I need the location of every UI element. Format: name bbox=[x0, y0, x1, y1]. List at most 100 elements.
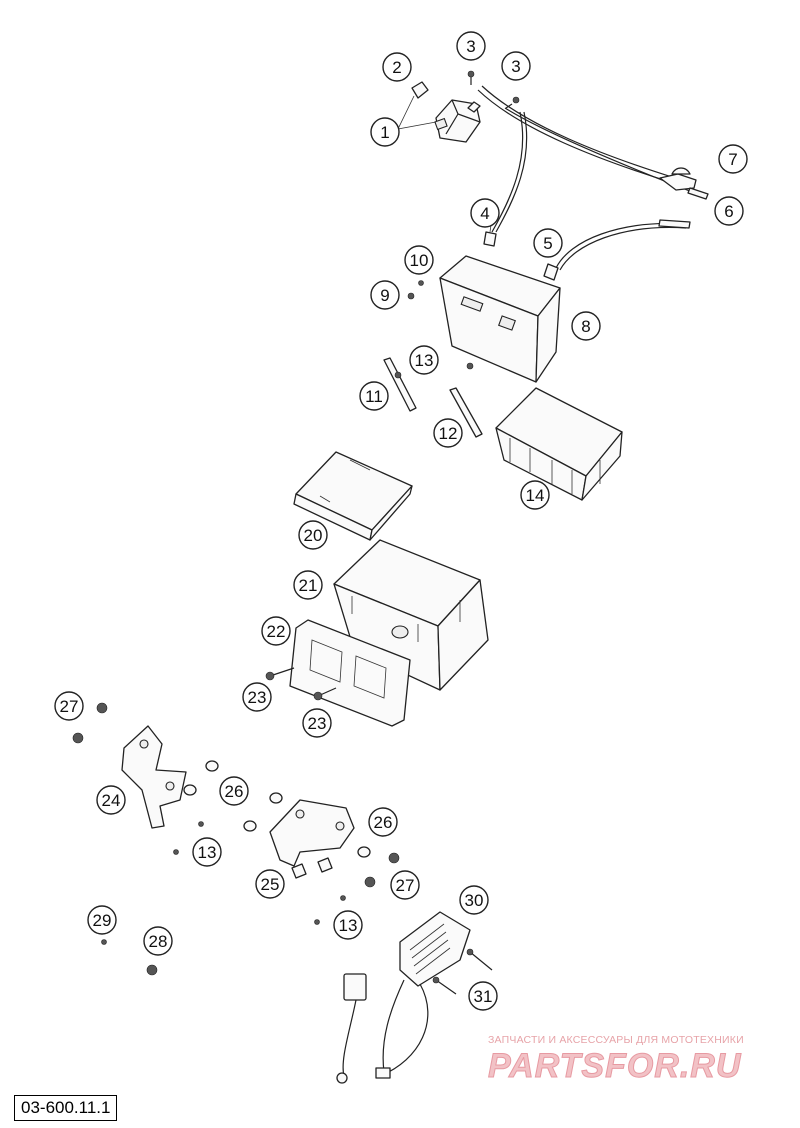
callout-number: 30 bbox=[465, 891, 484, 910]
callout-number: 22 bbox=[267, 622, 286, 641]
regulator-bolts-drawing bbox=[432, 948, 493, 995]
part-drawings bbox=[72, 70, 709, 1084]
callout-number: 27 bbox=[396, 876, 415, 895]
callout-circle bbox=[520, 480, 550, 510]
callout-number: 5 bbox=[543, 234, 552, 253]
callout-circle bbox=[242, 682, 272, 712]
callout-circle bbox=[433, 418, 463, 448]
base-plate-bolts-drawing bbox=[265, 667, 337, 701]
callout-circle bbox=[404, 245, 434, 275]
starter-relay-drawing bbox=[434, 99, 481, 143]
watermark-caption: ЗАПЧАСТИ И АКСЕССУАРЫ ДЛЯ МОТОТЕХНИКИ bbox=[488, 1034, 744, 1046]
callout-circle bbox=[255, 869, 285, 899]
callout-13: 13 bbox=[409, 345, 439, 375]
rubber-bushings-drawing bbox=[183, 760, 371, 858]
callout-circle bbox=[468, 981, 498, 1011]
callout-23: 23 bbox=[302, 708, 332, 738]
battery-cable-drawing bbox=[483, 111, 528, 247]
callout-number: 14 bbox=[526, 486, 545, 505]
callout-31: 31 bbox=[468, 981, 498, 1011]
callout-number: 25 bbox=[261, 875, 280, 894]
callout-number: 3 bbox=[511, 57, 520, 76]
callout-28: 28 bbox=[143, 926, 173, 956]
callout-number: 6 bbox=[724, 202, 733, 221]
voltage-regulator-drawing bbox=[399, 911, 471, 987]
callout-circle bbox=[293, 570, 323, 600]
callout-number: 9 bbox=[380, 286, 389, 305]
callout-12: 12 bbox=[433, 418, 463, 448]
callout-number: 26 bbox=[374, 813, 393, 832]
callout-8: 8 bbox=[571, 311, 601, 341]
callout-circle bbox=[409, 345, 439, 375]
callout-11: 11 bbox=[359, 381, 389, 411]
callout-circle bbox=[390, 870, 420, 900]
callout-circle bbox=[87, 905, 117, 935]
callout-10: 10 bbox=[404, 245, 434, 275]
regulator-harness-drawing bbox=[336, 973, 429, 1084]
callout-number: 11 bbox=[365, 387, 383, 406]
callout-number: 27 bbox=[60, 697, 79, 716]
callout-circle bbox=[302, 708, 332, 738]
callout-30: 30 bbox=[459, 885, 489, 915]
bracket-bolts-drawing bbox=[72, 702, 400, 888]
callout-24: 24 bbox=[96, 785, 126, 815]
terminal-screws-drawing bbox=[467, 70, 520, 109]
callout-number: 4 bbox=[480, 204, 489, 223]
callout-3: 3 bbox=[456, 31, 486, 61]
callout-27: 27 bbox=[390, 870, 420, 900]
callout-number: 23 bbox=[308, 714, 327, 733]
callout-circle bbox=[333, 910, 363, 940]
battery-drawing bbox=[439, 255, 561, 383]
nut-drawing bbox=[146, 964, 158, 976]
callout-number: 21 bbox=[299, 576, 318, 595]
relay-cover-drawing bbox=[411, 81, 429, 99]
battery-lid-drawing bbox=[293, 451, 413, 541]
callout-number: 28 bbox=[149, 932, 168, 951]
callout-circle bbox=[382, 52, 412, 82]
callout-number: 26 bbox=[225, 782, 244, 801]
callout-29: 29 bbox=[87, 905, 117, 935]
callout-number: 1 bbox=[380, 123, 389, 142]
callout-circle bbox=[370, 280, 400, 310]
callout-21: 21 bbox=[293, 570, 323, 600]
callout-number: 20 bbox=[304, 526, 323, 545]
callout-14: 14 bbox=[520, 480, 550, 510]
callout-circle bbox=[533, 228, 563, 258]
callout-number: 31 bbox=[474, 987, 493, 1006]
callout-5: 5 bbox=[533, 228, 563, 258]
callout-circle bbox=[456, 31, 486, 61]
callout-circle bbox=[470, 198, 500, 228]
callout-number: 13 bbox=[198, 843, 217, 862]
callout-number: 10 bbox=[410, 251, 429, 270]
washer-drawing bbox=[101, 939, 107, 945]
callout-4: 4 bbox=[470, 198, 500, 228]
callout-2: 2 bbox=[382, 52, 412, 82]
base-plate-drawing bbox=[289, 619, 411, 727]
callout-number: 7 bbox=[728, 150, 737, 169]
callout-13: 13 bbox=[333, 910, 363, 940]
callout-number: 8 bbox=[581, 317, 590, 336]
callout-26: 26 bbox=[219, 776, 249, 806]
callout-circle bbox=[143, 926, 173, 956]
callout-7: 7 bbox=[718, 144, 748, 174]
callout-circle bbox=[718, 144, 748, 174]
callout-number: 3 bbox=[466, 37, 475, 56]
watermark-logo: PARTSFOR.RU bbox=[488, 1047, 742, 1086]
callout-number: 12 bbox=[439, 424, 458, 443]
callout-9: 9 bbox=[370, 280, 400, 310]
callout-22: 22 bbox=[261, 616, 291, 646]
callout-circle bbox=[192, 837, 222, 867]
callout-circle bbox=[219, 776, 249, 806]
battery-screw-drawing bbox=[407, 292, 415, 300]
callout-circle bbox=[261, 616, 291, 646]
callout-25: 25 bbox=[255, 869, 285, 899]
callout-circle bbox=[459, 885, 489, 915]
callout-circle bbox=[370, 117, 400, 147]
callout-3: 3 bbox=[501, 51, 531, 81]
callout-circle bbox=[359, 381, 389, 411]
callout-number: 13 bbox=[339, 916, 358, 935]
left-bracket-drawing bbox=[121, 725, 187, 829]
callout-circle bbox=[501, 51, 531, 81]
battery-straps-drawing bbox=[383, 357, 483, 438]
